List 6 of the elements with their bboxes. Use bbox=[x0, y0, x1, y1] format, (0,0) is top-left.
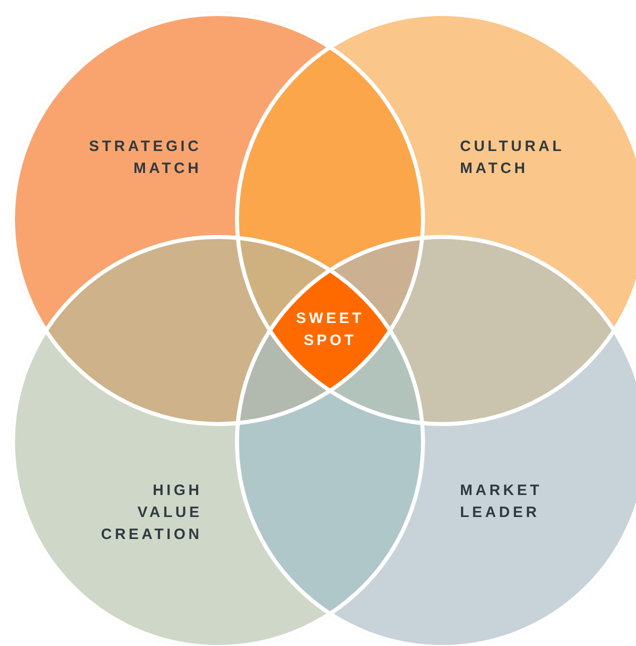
venn-circle bbox=[11, 12, 425, 426]
circle-label: STRATEGIC MATCH bbox=[89, 137, 202, 179]
region-label: SWEET SPOT bbox=[296, 309, 364, 351]
circle-label: CULTURAL MATCH bbox=[460, 137, 564, 179]
circle-label: MARKET LEADER bbox=[460, 481, 542, 523]
circle-label: HIGH VALUE CREATION bbox=[101, 481, 202, 545]
